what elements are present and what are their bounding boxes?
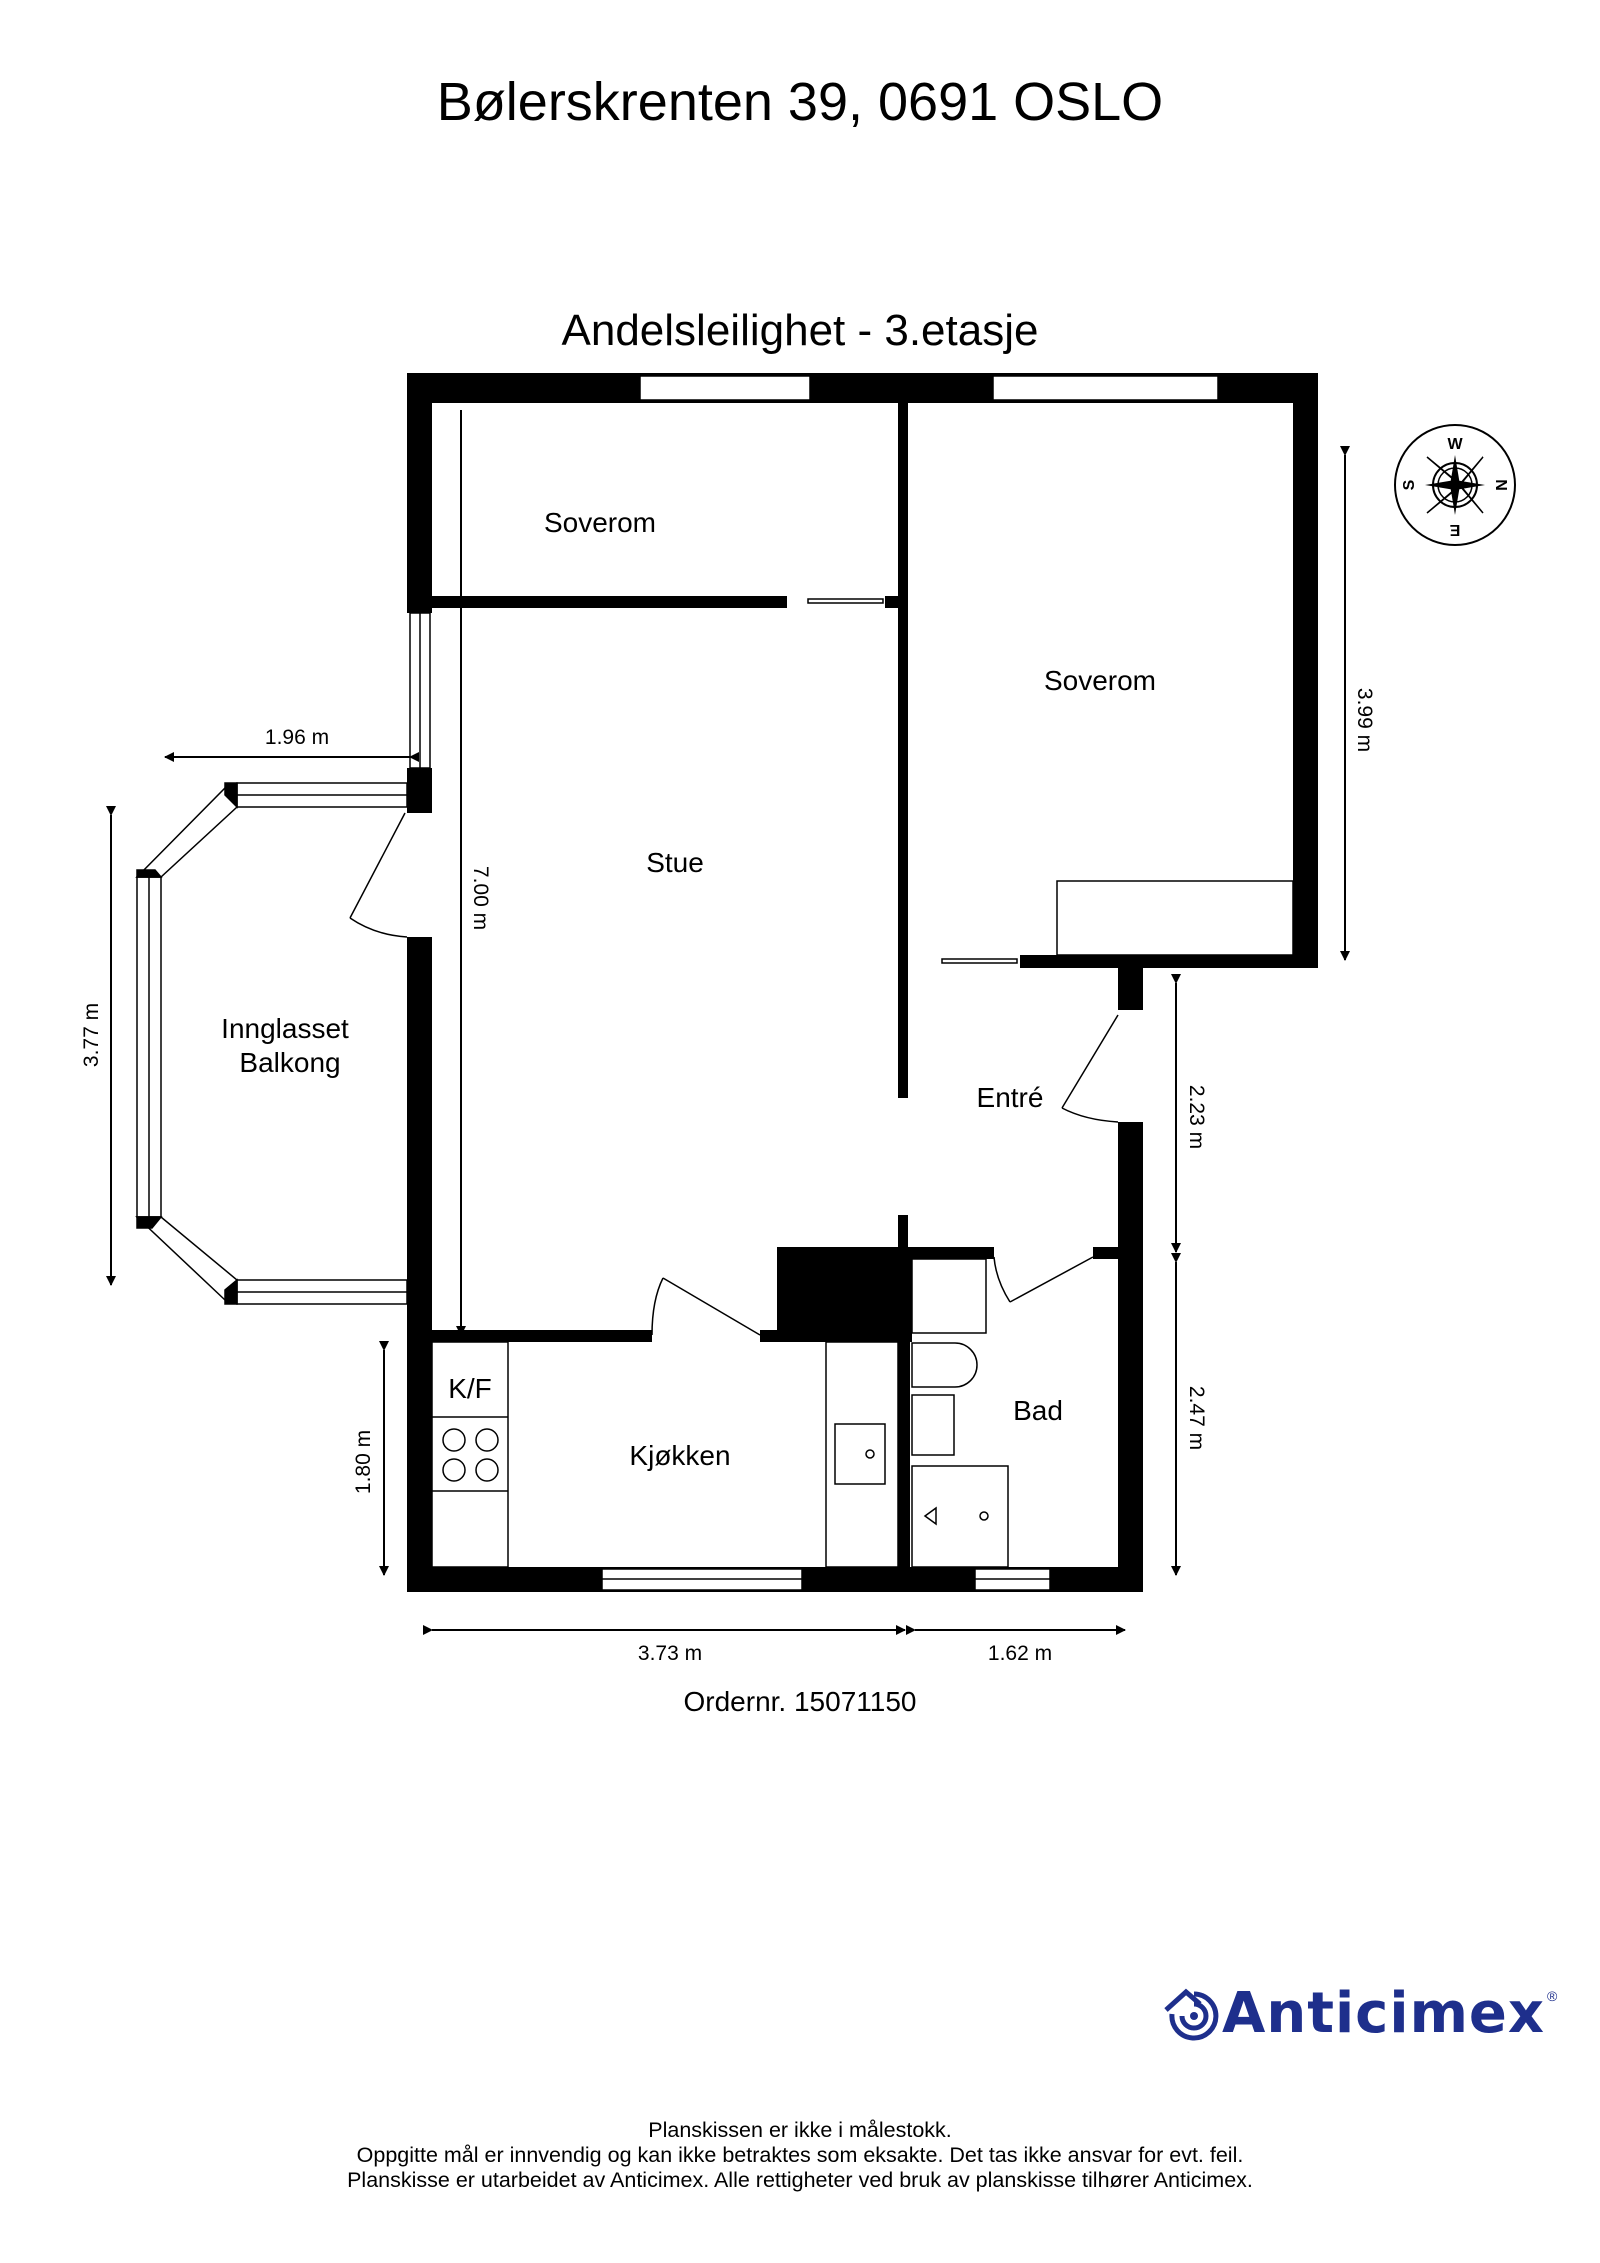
disclaimer-line-3: Planskisse er utarbeidet av Anticimex. A… [347, 2168, 1253, 2192]
room-label-kjokken: Kjøkken [629, 1440, 730, 1471]
compass-label-right: N [1492, 479, 1509, 491]
dim-kjokken-width: 3.73 m [638, 1642, 702, 1665]
dim-soverom-depth: 3.99 m [1353, 688, 1376, 752]
room-label-bad: Bad [1013, 1395, 1063, 1426]
disclaimer: Planskissen er ikke i målestokk. Oppgitt… [0, 2118, 1600, 2193]
dim-bad-width: 1.62 m [988, 1642, 1052, 1665]
dimension-lines [106, 410, 1350, 1635]
dim-entre-length: 2.23 m [1185, 1085, 1208, 1149]
order-number: Ordernr. 15071150 [683, 1686, 917, 1717]
compass-label-bottom: E [1449, 521, 1460, 538]
dim-kjokken-depth: 1.80 m [352, 1430, 375, 1494]
dimension-labels: 1.96 m 3.77 m 7.00 m 3.99 m 2.23 m 2.47 … [80, 688, 1376, 1665]
compass-icon: W N E S [1394, 424, 1516, 546]
plan-title: Andelsleilighet - 3.etasje [561, 306, 1039, 355]
dim-balcony-width: 1.96 m [265, 726, 329, 749]
address-title: Bølerskrenten 39, 0691 OSLO [436, 72, 1164, 132]
compass-label-top: W [1447, 436, 1463, 453]
room-label-entre: Entré [977, 1082, 1044, 1113]
anticimex-logo: Anticimex ® [1160, 1978, 1557, 2048]
windows [409, 375, 1219, 1591]
room-label-balkong-1: Innglasset [221, 1013, 349, 1044]
room-label-soverom-1: Soverom [544, 507, 656, 538]
disclaimer-line-2: Oppgitte mål er innvendig og kan ikke be… [356, 2143, 1244, 2167]
anticimex-logo-icon [1164, 1988, 1219, 2041]
disclaimer-line-1: Planskissen er ikke i målestokk. [648, 2118, 952, 2142]
dim-bad-length: 2.47 m [1185, 1386, 1208, 1450]
brand-name: Anticimex [1222, 1980, 1546, 2046]
fixtures [431, 880, 1294, 1568]
registered-mark: ® [1547, 1988, 1558, 2004]
room-labels: Soverom Soverom Stue Innglasset Balkong … [221, 507, 1156, 1471]
dim-balcony-height: 3.77 m [80, 1003, 103, 1067]
room-label-soverom-2: Soverom [1044, 665, 1156, 696]
doors [349, 598, 1119, 1336]
floor-plan: Soverom Soverom Stue Innglasset Balkong … [80, 373, 1516, 1665]
compass-label-left: S [1401, 479, 1418, 490]
room-label-stue: Stue [646, 847, 704, 878]
balcony-glazing [135, 782, 408, 1305]
room-label-balkong-2: Balkong [239, 1047, 340, 1078]
room-label-kf: K/F [448, 1373, 492, 1404]
dim-stue-length: 7.00 m [469, 866, 492, 930]
